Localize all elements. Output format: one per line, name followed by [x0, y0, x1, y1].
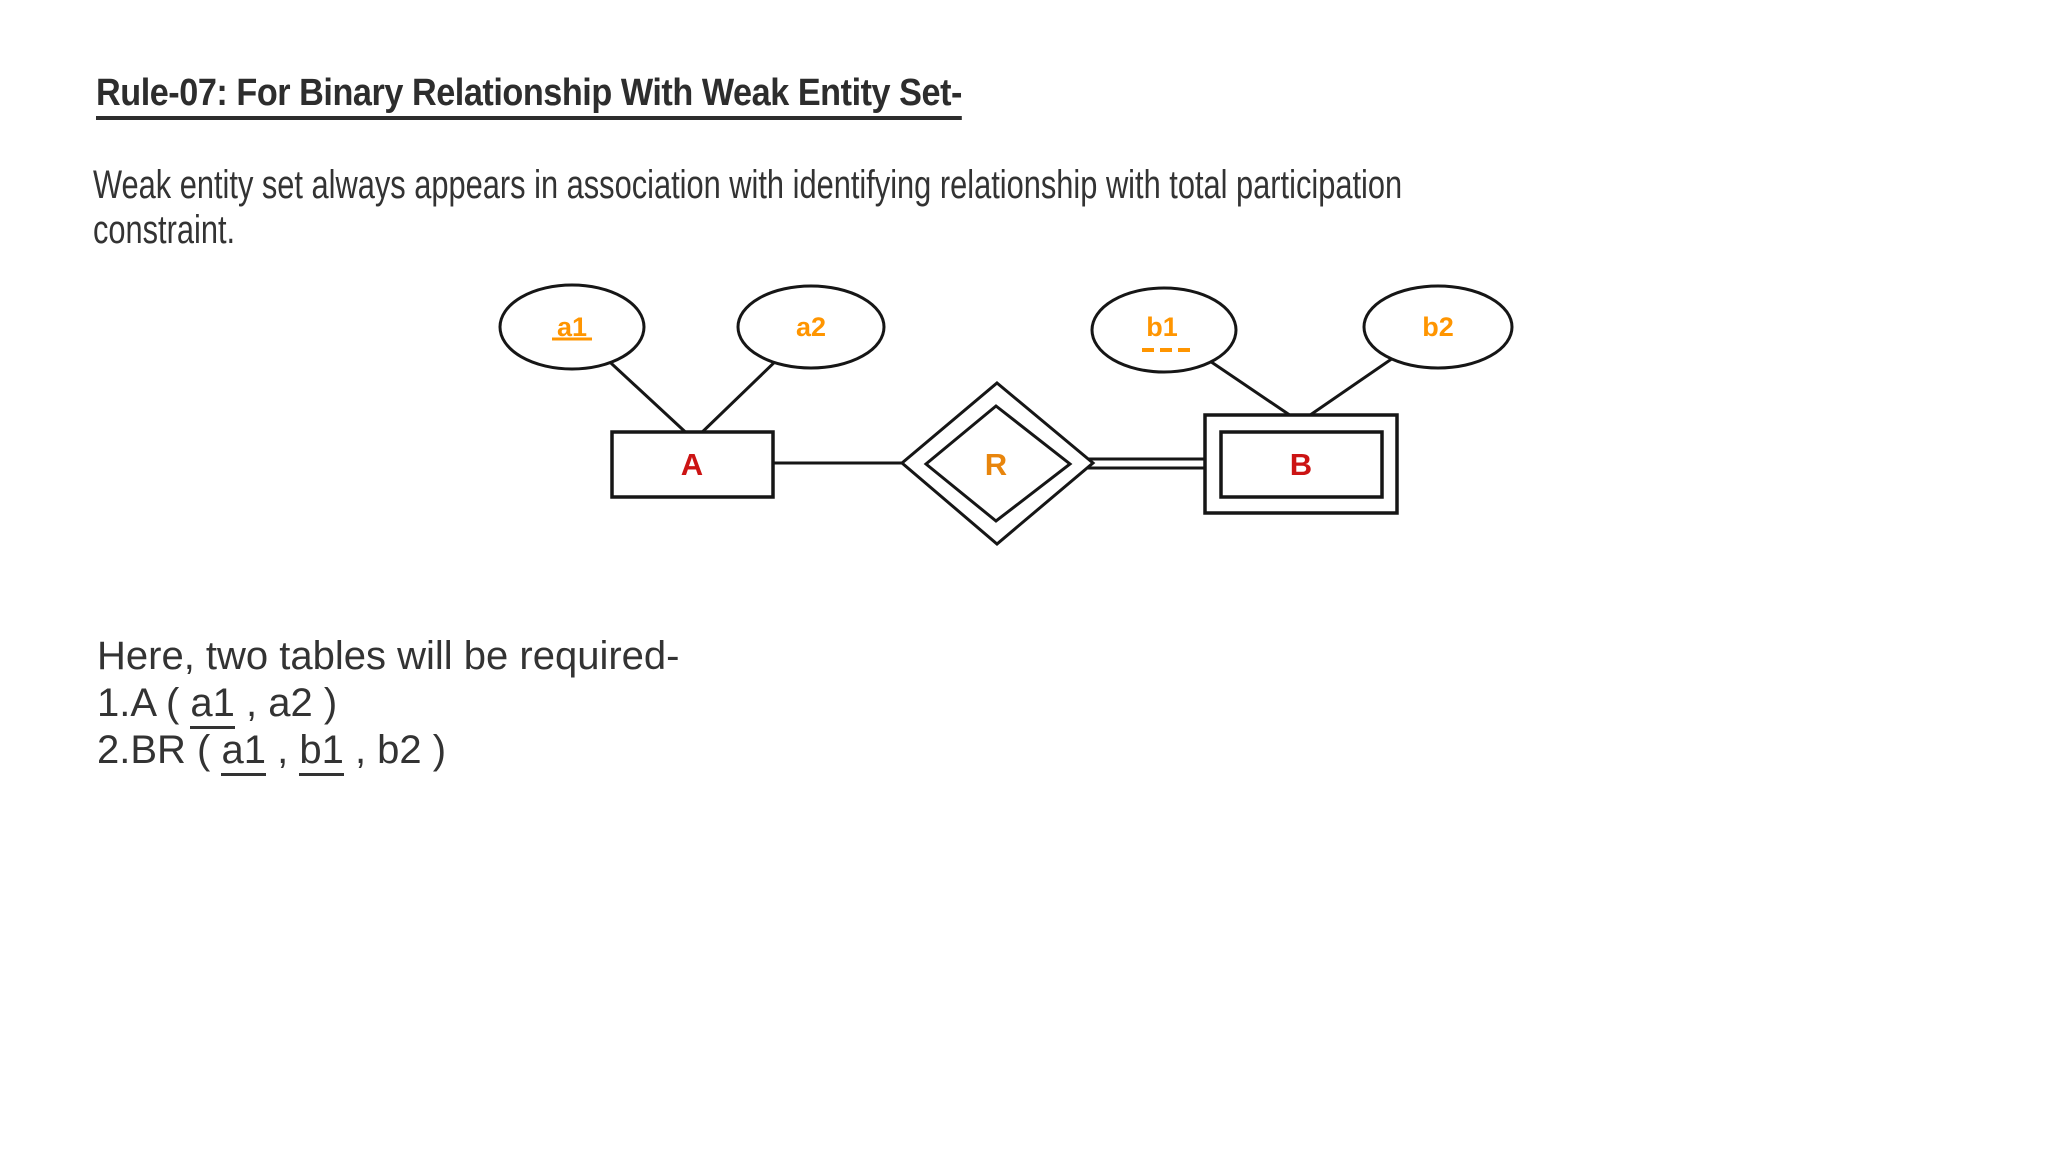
attribute-label-a1: a1 — [557, 312, 587, 342]
intro-paragraph-line1: Weak entity set always appears in associ… — [93, 163, 1403, 207]
notes-intro-line: Here, two tables will be required- — [97, 634, 680, 678]
result-notes: Here, two tables will be required- 1.A (… — [97, 633, 680, 776]
entity-label-A: A — [681, 447, 703, 482]
attribute-label-b2: b2 — [1422, 312, 1454, 342]
relationship-label-R: R — [985, 447, 1007, 482]
intro-paragraph-line2: constraint. — [93, 208, 236, 252]
attribute-label-a2: a2 — [796, 312, 826, 342]
table-2-sep: , — [265, 728, 300, 772]
page-title: Rule-07: For Binary Relationship With We… — [96, 74, 962, 120]
table-2-key-a1: a1 — [221, 728, 266, 776]
table-1-rest: , a2 ) — [234, 681, 338, 725]
table-1-key-a1: a1 — [190, 681, 235, 729]
entity-B-rect-inner — [1219, 430, 1384, 499]
attribute-ellipse-a1 — [498, 283, 646, 371]
relationship-R-diamond-outer — [899, 381, 1096, 546]
entity-label-B: B — [1290, 447, 1312, 482]
attribute-ellipse-b1 — [1090, 286, 1238, 374]
table-2-key-b1: b1 — [299, 728, 344, 776]
table-1-prefix: 1.A ( — [97, 681, 191, 725]
intro-paragraph: Weak entity set always appears in associ… — [93, 163, 1402, 253]
entity-A-rect — [610, 430, 775, 499]
relationship-R-diamond-inner — [923, 404, 1073, 523]
table-1-line: 1.A ( a1 , a2 ) — [97, 680, 679, 729]
attribute-label-b1: b1 — [1146, 312, 1178, 342]
table-2-line: 2.BR ( a1 , b1 , b2 ) — [97, 727, 679, 776]
attribute-ellipse-a2 — [736, 284, 886, 370]
table-2-rest: , b2 ) — [343, 728, 447, 772]
table-2-prefix: 2.BR ( — [97, 728, 222, 772]
attribute-ellipse-b2 — [1362, 284, 1514, 370]
